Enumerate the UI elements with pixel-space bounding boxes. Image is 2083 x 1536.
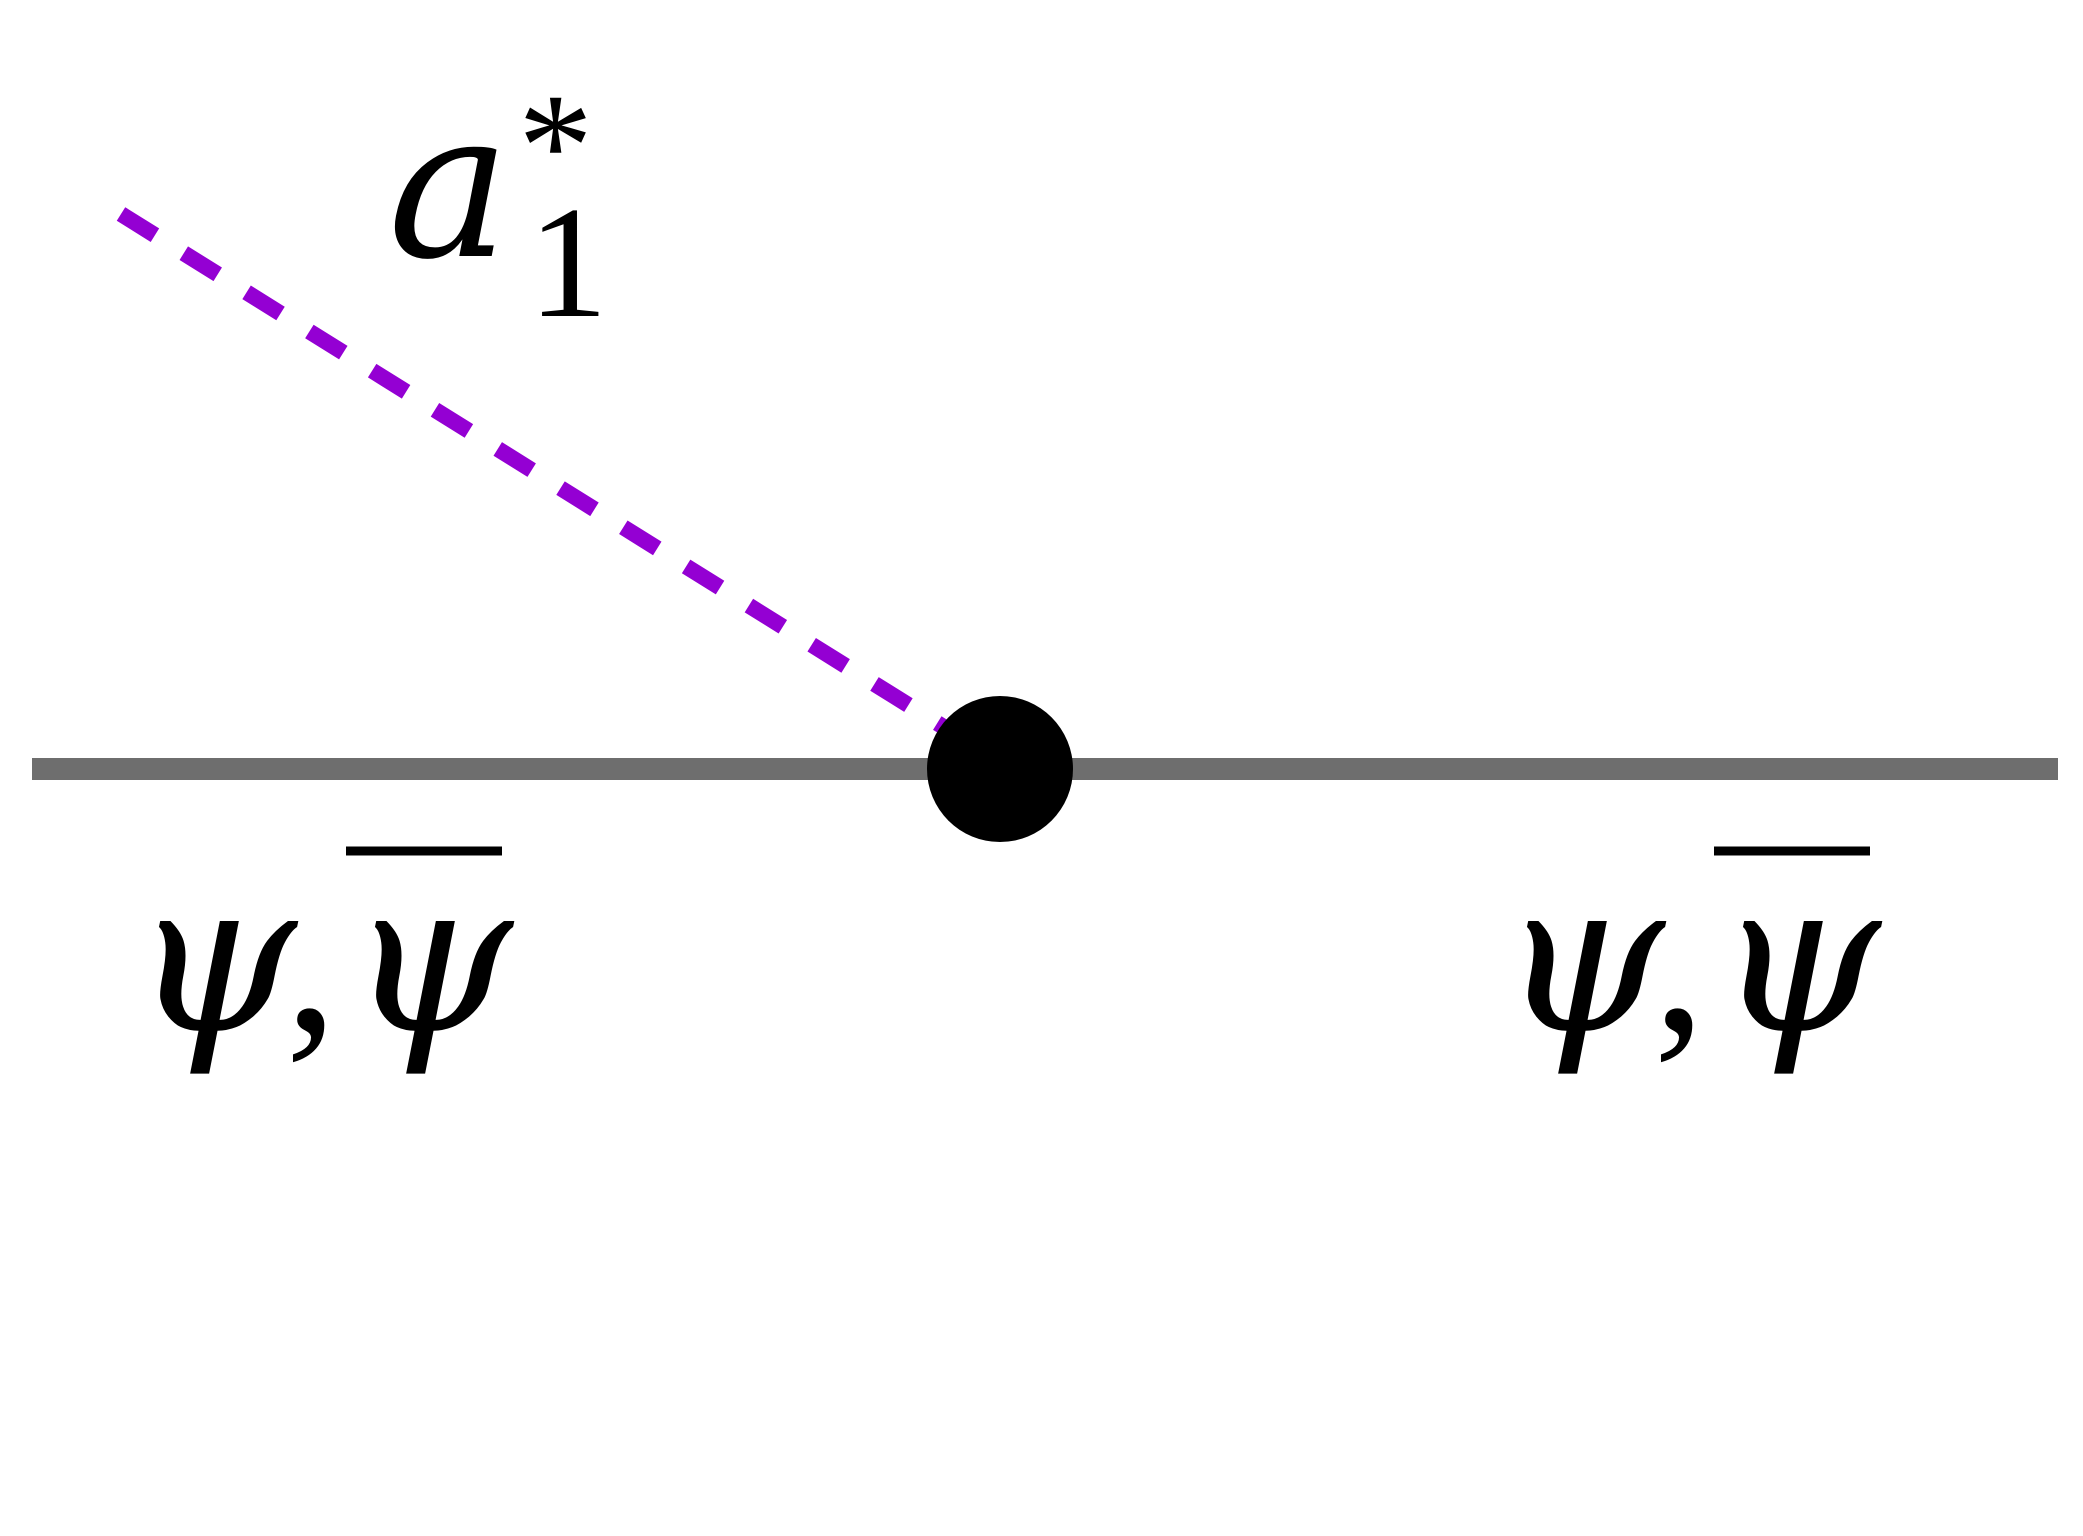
right-comma: , [1653,844,1706,1076]
left-psi-symbol: ψ [132,835,299,1080]
boson-label-subscript: 1 [528,173,608,351]
right-psi-symbol: ψ [1500,835,1667,1080]
interaction-vertex [927,696,1073,842]
boson-label-superscript: * [518,63,593,229]
left-psi-bar-symbol: ψ [348,835,515,1080]
fermion-label-left: ψ , ψ [132,835,515,1080]
right-psi-bar-symbol: ψ [1716,835,1883,1080]
boson-label-base: a [388,67,510,305]
left-comma: , [285,844,338,1076]
boson-label: a * 1 [388,63,608,351]
boson-dashed-line [116,207,955,738]
fermion-label-right: ψ , ψ [1500,835,1883,1080]
